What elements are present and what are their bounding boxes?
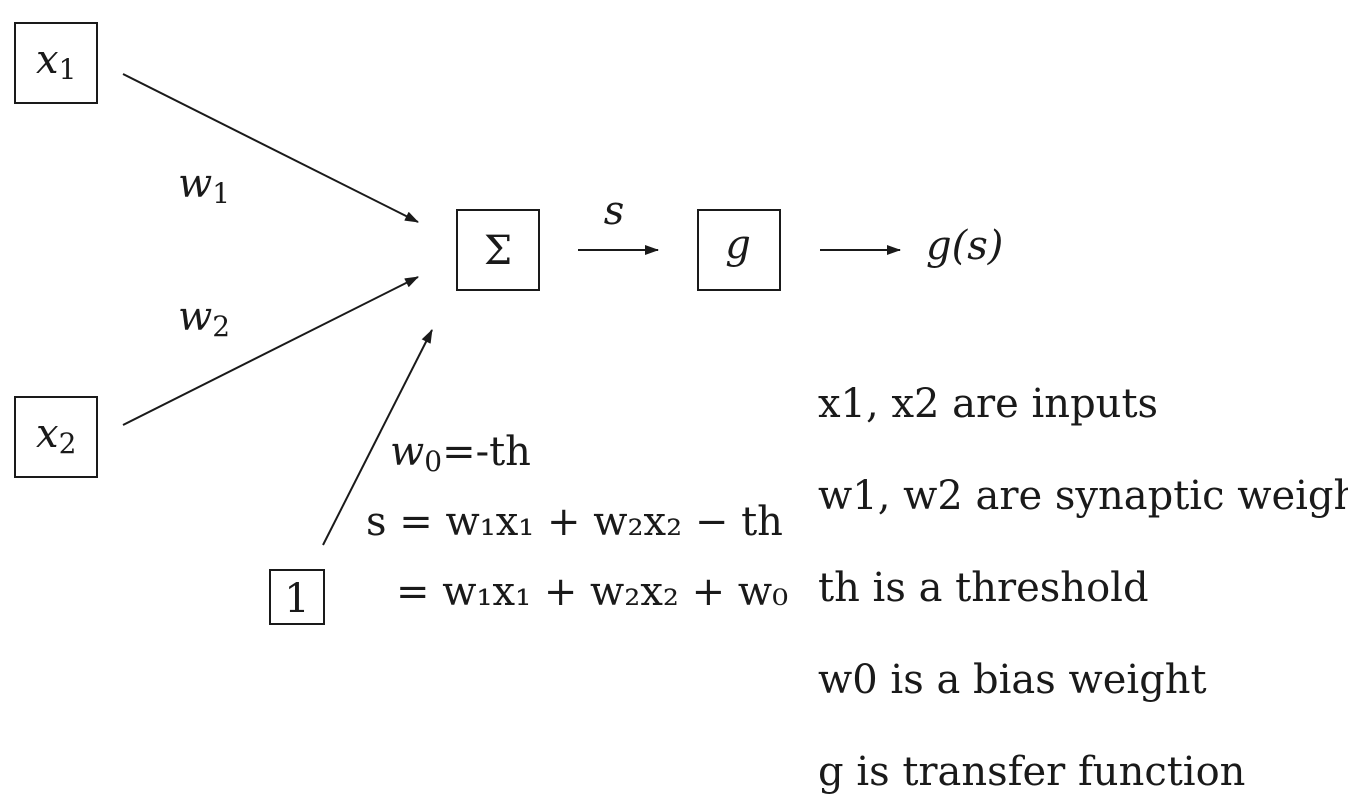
input-node-x2: x2 bbox=[14, 396, 98, 478]
x2-label: x2 bbox=[36, 411, 76, 460]
w0-base: w bbox=[390, 429, 424, 475]
bias-node: 1 bbox=[269, 569, 325, 625]
edge-bias-to-sum bbox=[322, 329, 433, 546]
legend-transfer: g is transfer function bbox=[818, 749, 1245, 795]
legend-threshold: th is a threshold bbox=[818, 565, 1149, 611]
w2-sub: 2 bbox=[212, 310, 230, 343]
w2-base: w bbox=[178, 294, 212, 340]
equation-line-1: s = w₁x₁ + w₂x₂ − th bbox=[366, 499, 783, 545]
summation-node: Σ bbox=[456, 209, 540, 291]
w1-base: w bbox=[178, 161, 212, 207]
legend-weights: w1, w2 are synaptic weights bbox=[818, 473, 1348, 519]
w0-rest: =-th bbox=[442, 429, 531, 475]
weight-w2-label: w2 bbox=[178, 294, 230, 343]
sum-output-s-label: s bbox=[604, 188, 625, 234]
equation-line-2: = w₁x₁ + w₂x₂ + w₀ bbox=[396, 569, 788, 615]
w0-sub: 0 bbox=[424, 445, 442, 478]
w1-sub: 1 bbox=[212, 177, 230, 210]
x1-sub: 1 bbox=[59, 53, 77, 86]
input-node-x1: x1 bbox=[14, 22, 98, 104]
weight-w1-label: w1 bbox=[178, 161, 230, 210]
g-symbol: g bbox=[725, 222, 751, 268]
transfer-function-node: g bbox=[697, 209, 781, 291]
legend-inputs: x1, x2 are inputs bbox=[818, 381, 1158, 427]
legend-bias: w0 is a bias weight bbox=[818, 657, 1207, 703]
edge-x2-to-sum bbox=[122, 276, 419, 426]
x1-base: x bbox=[36, 37, 59, 83]
x2-sub: 2 bbox=[59, 427, 77, 460]
x1-label: x1 bbox=[36, 37, 76, 86]
x2-base: x bbox=[36, 411, 59, 457]
bias-input-value: 1 bbox=[284, 576, 309, 622]
edge-x1-to-sum bbox=[122, 73, 419, 223]
output-gs-label: g(s) bbox=[926, 223, 1003, 269]
bias-definition: w0=-th bbox=[390, 429, 531, 478]
sigma-symbol: Σ bbox=[484, 228, 512, 274]
